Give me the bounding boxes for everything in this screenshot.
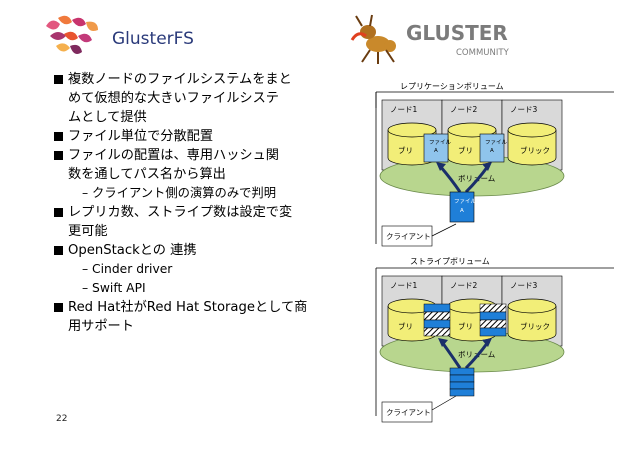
node-label: ノード2: [450, 105, 477, 114]
page-number: 22: [56, 414, 68, 424]
brick-cylinder: [507, 122, 557, 166]
replication-volume-section: レプリケーションボリューム ノード1 ノード2 ノード3 ボリューム ブリ ブリ…: [375, 82, 614, 247]
file-label: ファイル: [454, 198, 477, 205]
sub-bullet-item: – Swift API: [82, 281, 146, 295]
node-label: ノード3: [510, 281, 537, 290]
bullet-item: レプリカ数、ストライプ数は設定で変: [52, 203, 342, 222]
client-file-a-block: [449, 191, 475, 223]
brick-label: ブリ: [398, 145, 413, 155]
bullet-continuation: 更可能: [68, 224, 108, 239]
ant-mascot-icon: [350, 14, 396, 64]
client-label: クライアント: [386, 408, 431, 417]
brick-label: ブリック: [520, 145, 550, 155]
client-box: [381, 401, 433, 423]
brick-label: ブリ: [458, 145, 473, 155]
brick-label: ブリ: [458, 321, 473, 331]
client-label: クライアント: [386, 232, 431, 241]
node-label: ノード1: [390, 105, 417, 114]
stripe-title: ストライプボリューム: [410, 257, 490, 266]
bullet-continuation: 数を通してパス名から算出: [68, 167, 226, 182]
node-label: ノード1: [390, 281, 417, 290]
brick-cylinder: [507, 298, 557, 342]
stripe-chunk-stack: [479, 303, 507, 337]
file-a-block: [479, 133, 505, 163]
replication-title: レプリケーションボリューム: [400, 82, 504, 91]
glusterfs-logo: [46, 15, 98, 54]
node-label: ノード3: [510, 105, 537, 114]
file-label: ファイル: [429, 139, 452, 146]
file-label: A: [460, 208, 464, 214]
bullet-item: ファイルの配置は、専用ハッシュ関: [52, 146, 342, 165]
bullet-item: 複数ノードのファイルシステムをまと: [52, 70, 342, 89]
file-label: A: [490, 148, 494, 154]
file-label: ファイル: [485, 139, 508, 146]
brick-label: ブリック: [520, 321, 550, 331]
bullet-item: ファイル単位で分散配置: [52, 127, 342, 146]
stripe-chunk-stack: [423, 303, 451, 337]
brick-label: ブリ: [398, 321, 413, 331]
bullet-continuation: めて仮想的な大きいファイルシステ: [68, 91, 279, 106]
sub-bullet-item: – クライアント側の演算のみで判明: [82, 186, 277, 200]
file-a-block: [423, 133, 449, 163]
file-label: A: [434, 148, 438, 154]
bullet-item: Red Hat社がRed Hat Storageとして商: [52, 298, 342, 317]
bullet-continuation: ムとして提供: [68, 110, 147, 125]
gluster-community-logo: GLUSTER COMMUNITY: [350, 14, 510, 64]
node-label: ノード2: [450, 281, 477, 290]
client-stripe-stack: [449, 367, 475, 397]
volume-diagram: レプリケーションボリューム ノード1 ノード2 ノード3 ボリューム ブリ ブリ…: [375, 82, 614, 423]
bullet-continuation: 用サポート: [68, 319, 134, 334]
slide-title: GlusterFS: [112, 29, 194, 49]
logo-subtext: COMMUNITY: [456, 48, 510, 58]
bullet-item: OpenStackとの 連携: [52, 241, 342, 260]
stripe-volume-section: ストライプボリューム ノード1 ノード2 ノード3 ボリューム ブリ ブリ ブリ…: [375, 257, 614, 423]
sub-bullet-item: – Cinder driver: [82, 262, 173, 276]
logo-text: GLUSTER: [406, 21, 508, 45]
bullet-list: 複数ノードのファイルシステムをまと めて仮想的な大きいファイルシステ ムとして提…: [52, 70, 342, 336]
